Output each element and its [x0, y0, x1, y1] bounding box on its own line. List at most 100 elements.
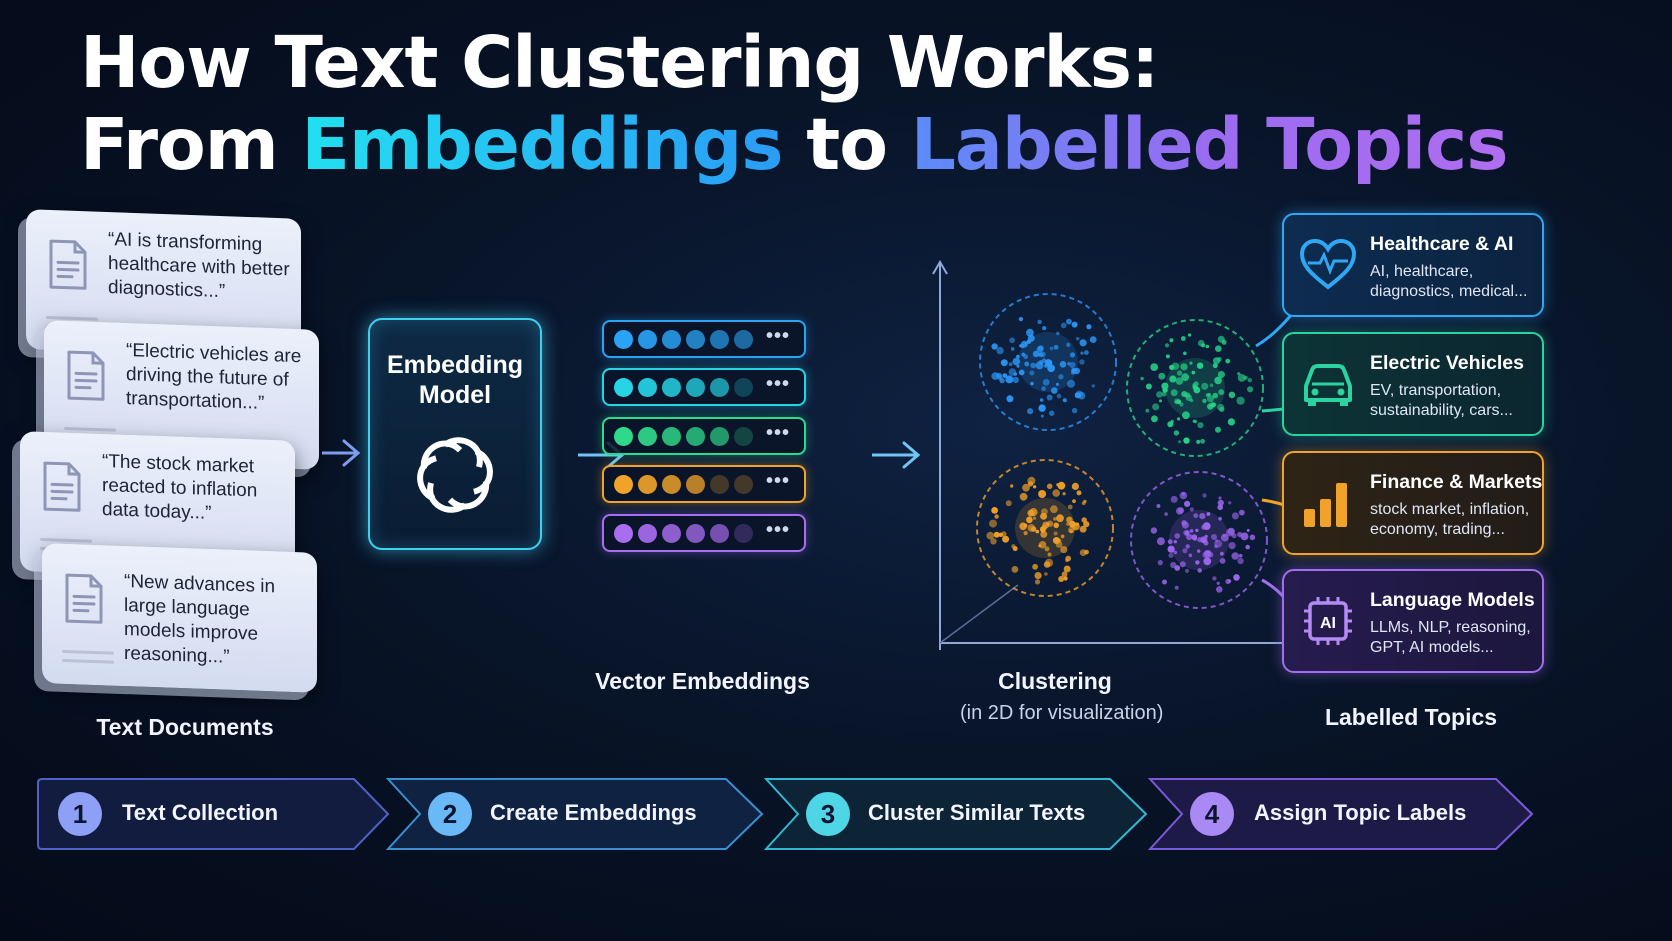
cluster-point — [1066, 342, 1071, 347]
cluster-point — [1044, 359, 1053, 367]
cluster-point — [1174, 533, 1180, 539]
cluster-point — [1023, 354, 1029, 360]
vector-dot — [638, 524, 657, 543]
cluster-point — [1150, 363, 1159, 371]
vector-dot — [614, 524, 633, 543]
cluster-point — [1002, 373, 1008, 378]
cluster-point — [1071, 482, 1079, 490]
vector-dot — [734, 427, 753, 446]
cluster-point — [1188, 553, 1193, 558]
cluster-boundary — [1126, 319, 1264, 457]
cluster-point — [1212, 392, 1219, 399]
cluster-point — [1026, 339, 1032, 344]
cluster-point — [1030, 526, 1037, 532]
cluster-point — [1009, 337, 1015, 344]
step-chevron — [386, 778, 764, 850]
cluster-point — [1066, 522, 1070, 526]
cluster-point — [1202, 493, 1207, 498]
cluster-point — [1197, 568, 1202, 573]
cluster-point — [1171, 362, 1180, 370]
vector-dot — [638, 378, 657, 397]
cluster-point — [1186, 533, 1193, 541]
cluster-point — [1189, 398, 1194, 403]
cluster-point — [1042, 326, 1047, 331]
cluster-point — [1034, 572, 1042, 580]
cluster-point — [1079, 359, 1085, 365]
cluster-point — [1057, 539, 1062, 543]
vector-more: ••• — [765, 373, 790, 395]
cluster-group — [1130, 471, 1268, 609]
cluster-point — [1063, 576, 1068, 581]
cluster-point — [1042, 378, 1050, 386]
vector-dot — [710, 427, 729, 446]
cluster-point — [1027, 481, 1034, 487]
cluster-point — [1197, 549, 1201, 553]
svg-text:AI: AI — [1320, 615, 1336, 632]
cluster-point — [1062, 492, 1066, 496]
cluster-point — [1238, 509, 1245, 516]
document-card: “AI is transforming healthcare with bett… — [26, 209, 301, 359]
vector-dot — [686, 378, 705, 397]
cluster-point — [1066, 318, 1072, 325]
cluster-point — [1026, 328, 1034, 337]
vector-more: ••• — [765, 325, 790, 347]
cluster-point — [1233, 574, 1240, 581]
bar-chart-icon — [1304, 483, 1347, 527]
cluster-boundary — [979, 293, 1117, 431]
cluster-point — [996, 346, 1004, 355]
cluster-point — [991, 507, 998, 514]
cluster-point — [1053, 531, 1058, 536]
cluster-point — [1161, 382, 1169, 390]
vector-dot — [734, 475, 753, 494]
cluster-point — [1069, 352, 1076, 358]
cluster-point — [1063, 565, 1071, 573]
cluster-point — [1193, 381, 1199, 387]
cluster-point — [1212, 357, 1221, 365]
cluster-point — [1177, 507, 1185, 514]
step-chevron — [1148, 778, 1534, 850]
cluster-point — [1005, 500, 1012, 507]
cluster-point — [1169, 375, 1177, 383]
cluster-point — [1195, 528, 1199, 533]
cluster-point — [1035, 361, 1044, 370]
vector-row: ••• — [602, 465, 806, 503]
cluster-point — [1189, 361, 1193, 365]
cluster-point — [1084, 350, 1089, 355]
cluster-point — [1053, 522, 1059, 529]
cluster-boundary — [1130, 471, 1268, 609]
vector-dot — [614, 427, 633, 446]
step-chevron — [37, 778, 390, 850]
cluster-point — [1176, 370, 1183, 376]
topic-keywords: AI, healthcare,diagnostics, medical... — [1370, 263, 1528, 300]
step-3: 3 Cluster Similar Texts — [764, 777, 1150, 851]
cluster-point — [1217, 499, 1224, 506]
vector-dot — [638, 427, 657, 446]
cluster-point — [1238, 553, 1243, 558]
cluster-point — [1069, 529, 1073, 534]
documents-label: Text Documents — [96, 714, 274, 740]
cluster-point — [1189, 507, 1195, 512]
cluster-point — [1209, 383, 1214, 388]
cluster-point — [991, 343, 998, 350]
cluster-point — [1237, 374, 1246, 382]
cluster-point — [1227, 579, 1232, 583]
cluster-point — [1189, 529, 1194, 533]
vector-dot — [710, 378, 729, 397]
cluster-point — [1217, 370, 1225, 379]
cluster-point — [1145, 383, 1152, 390]
vector-dot — [734, 330, 753, 349]
cluster-point — [1216, 586, 1223, 593]
cluster-point — [1038, 404, 1046, 412]
cluster-point — [1169, 338, 1174, 343]
cluster-point — [1010, 347, 1015, 351]
cluster-point — [1182, 411, 1190, 420]
cluster-point — [1193, 513, 1199, 519]
cluster-point — [1035, 529, 1040, 534]
cluster-point — [1164, 512, 1168, 516]
cluster-point — [1191, 534, 1198, 541]
cluster-point — [1029, 507, 1038, 517]
cluster-point — [1012, 357, 1021, 366]
cluster-point — [1247, 386, 1254, 393]
cluster-point — [1050, 505, 1058, 514]
title-to: to — [782, 103, 911, 186]
